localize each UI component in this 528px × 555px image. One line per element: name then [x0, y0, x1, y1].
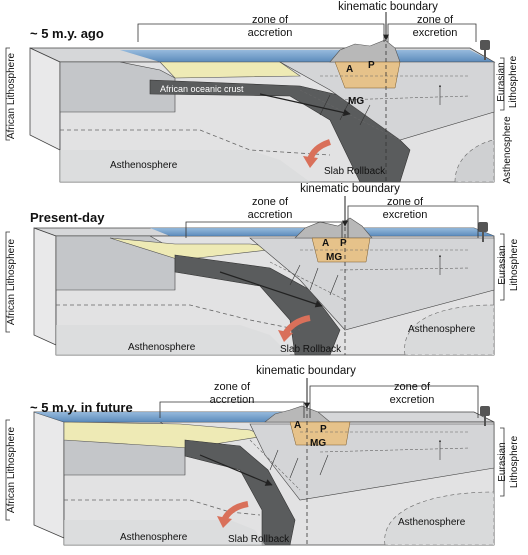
subducting-slab: [184, 439, 296, 546]
mantle-asthenosphere-label: Asthenosphere: [408, 324, 476, 335]
label-a: A: [322, 238, 329, 249]
block-left-face: [29, 47, 61, 151]
pin-icon: [480, 406, 490, 416]
eurasian-label: Eurasian: [496, 62, 507, 101]
time-label: Present-day: [30, 210, 105, 225]
zone-accretion-line2: accretion: [248, 27, 293, 39]
orogen-mountains: [329, 39, 401, 63]
zone-excretion-line1: zone of: [417, 14, 454, 26]
accretion-bracket: [159, 401, 305, 418]
zone-accretion-line1: zone of: [252, 196, 289, 208]
mantle-asthenosphere: [404, 304, 495, 356]
right-asthenosphere-label: Asthenosphere: [502, 116, 513, 184]
lithosphere-label: Lithosphere: [509, 435, 520, 488]
zone-accretion-line1: zone of: [252, 14, 289, 26]
label-p: P: [368, 60, 375, 71]
panel-5-my-future: ~ 5 m.y. in future zone of accretion kin…: [5, 365, 520, 546]
slab-rollback-label: Slab Rollback: [280, 344, 342, 355]
panel-5-my-ago: ~ 5 m.y. ago zone of accretion kinematic…: [5, 1, 519, 184]
label-a: A: [294, 420, 301, 431]
pin-icon: [478, 222, 488, 232]
asthenosphere-boundary: [64, 499, 261, 516]
kinematic-boundary-label: kinematic boundary: [256, 365, 356, 377]
lithosphere-label: Lithosphere: [509, 238, 520, 291]
orogen-mountains: [294, 217, 373, 239]
zone-excretion-line1: zone of: [394, 381, 431, 393]
excretion-bracket: [309, 385, 479, 418]
slab-motion-arrow: [199, 454, 273, 486]
internal-faults: [249, 431, 471, 491]
zone-accretion-line1: zone of: [214, 381, 251, 393]
panel-present-day: Present-day zone of accretion kinematic …: [5, 183, 520, 356]
eurasian-asthenosphere: [454, 139, 495, 183]
label-mg: MG: [326, 252, 342, 263]
pin-icon: [480, 40, 490, 50]
asthenosphere-label: Asthenosphere: [120, 532, 188, 543]
orogen-core: [289, 421, 351, 446]
label-a: A: [346, 64, 353, 75]
asthenosphere-boundary: [60, 129, 331, 156]
slab-rollback-label: Slab Rollback: [324, 166, 386, 177]
asthenosphere-label: Asthenosphere: [128, 342, 196, 353]
asthenosphere-boundary: [56, 304, 301, 331]
label-p: P: [340, 238, 347, 249]
zone-excretion-line2: excretion: [383, 209, 428, 221]
time-label: ~ 5 m.y. in future: [30, 400, 133, 415]
flow-arrows: [269, 440, 440, 479]
flow-arrows: [289, 255, 440, 296]
time-label: ~ 5 m.y. ago: [30, 26, 104, 41]
accretion-bracket: [137, 23, 385, 42]
label-mg: MG: [310, 438, 326, 449]
slab-motion-arrow: [259, 93, 351, 117]
eurasian-wedge: [249, 237, 495, 331]
sea: [34, 412, 320, 422]
label-mg: MG: [348, 96, 364, 107]
kinematic-boundary-label: kinematic boundary: [338, 1, 438, 13]
sediment-wedge: [159, 61, 301, 79]
slab-motion-arrow: [219, 271, 323, 308]
zone-accretion-line2: accretion: [248, 209, 293, 221]
orogen-core: [334, 61, 401, 89]
sea: [120, 50, 494, 62]
label-p: P: [320, 424, 327, 435]
excretion-bracket: [347, 205, 479, 238]
mantle-asthenosphere-label: Asthenosphere: [398, 517, 466, 528]
zone-excretion-line2: excretion: [413, 27, 458, 39]
lithosphere-label: Lithosphere: [508, 55, 519, 108]
oceanic-crust-label: African oceanic crust: [160, 84, 244, 94]
african-lithosphere-label: African Lithosphere: [6, 426, 17, 513]
zone-excretion-line2: excretion: [390, 394, 435, 406]
eurasian-label: Eurasian: [497, 245, 508, 284]
eurasian-wedge: [278, 61, 495, 141]
zone-accretion-line2: accretion: [210, 394, 255, 406]
eurasian-label: Eurasian: [497, 442, 508, 481]
african-lithosphere-label: African Lithosphere: [6, 238, 17, 325]
african-lithosphere-label: African Lithosphere: [6, 52, 17, 139]
internal-faults: [269, 249, 471, 301]
zone-excretion-line1: zone of: [387, 196, 424, 208]
accretion-bracket: [185, 221, 343, 238]
asthenosphere-label: Asthenosphere: [110, 160, 178, 171]
subducting-slab: [149, 79, 411, 183]
kinematic-boundary-label: kinematic boundary: [300, 183, 400, 195]
excretion-bracket: [387, 23, 477, 42]
slab-rollback-label: Slab Rollback: [228, 534, 290, 545]
mantle-asthenosphere: [384, 491, 495, 546]
